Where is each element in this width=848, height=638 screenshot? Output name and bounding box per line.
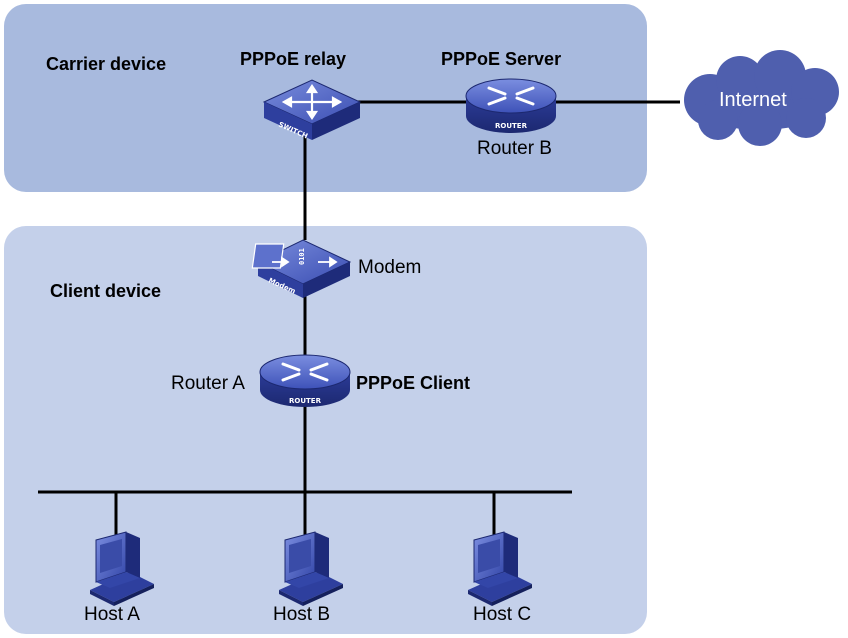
switch-icon: SWITCH bbox=[262, 79, 362, 141]
router-icon: ROUTER bbox=[259, 354, 351, 407]
computer-icon bbox=[90, 531, 154, 606]
modem-icon: 0101 Modem bbox=[251, 239, 352, 298]
host-b-label: Host B bbox=[273, 604, 331, 625]
computer-icon bbox=[468, 531, 532, 606]
svg-text:0101: 0101 bbox=[298, 248, 306, 265]
router-a-label: Router A bbox=[171, 373, 245, 394]
router-b-device-text: ROUTER bbox=[495, 122, 528, 130]
computer-icon bbox=[279, 531, 343, 606]
pppoe-server-label: PPPoE Server bbox=[441, 49, 562, 69]
links bbox=[38, 100, 680, 535]
pppoe-client-label: PPPoE Client bbox=[356, 373, 471, 393]
host-a-label: Host A bbox=[84, 604, 140, 625]
pppoe-relay-label: PPPoE relay bbox=[240, 49, 347, 69]
carrier-zone-label: Carrier device bbox=[46, 54, 167, 74]
client-zone bbox=[4, 226, 647, 634]
modem-label: Modem bbox=[358, 257, 422, 278]
router-a-device-text: ROUTER bbox=[289, 397, 322, 405]
host-c-label: Host C bbox=[473, 604, 532, 625]
router-icon: ROUTER bbox=[465, 78, 557, 133]
internet-label: Internet bbox=[719, 89, 787, 111]
router-b-label: Router B bbox=[477, 138, 552, 159]
cloud-icon bbox=[684, 50, 839, 146]
client-zone-label: Client device bbox=[50, 281, 162, 301]
